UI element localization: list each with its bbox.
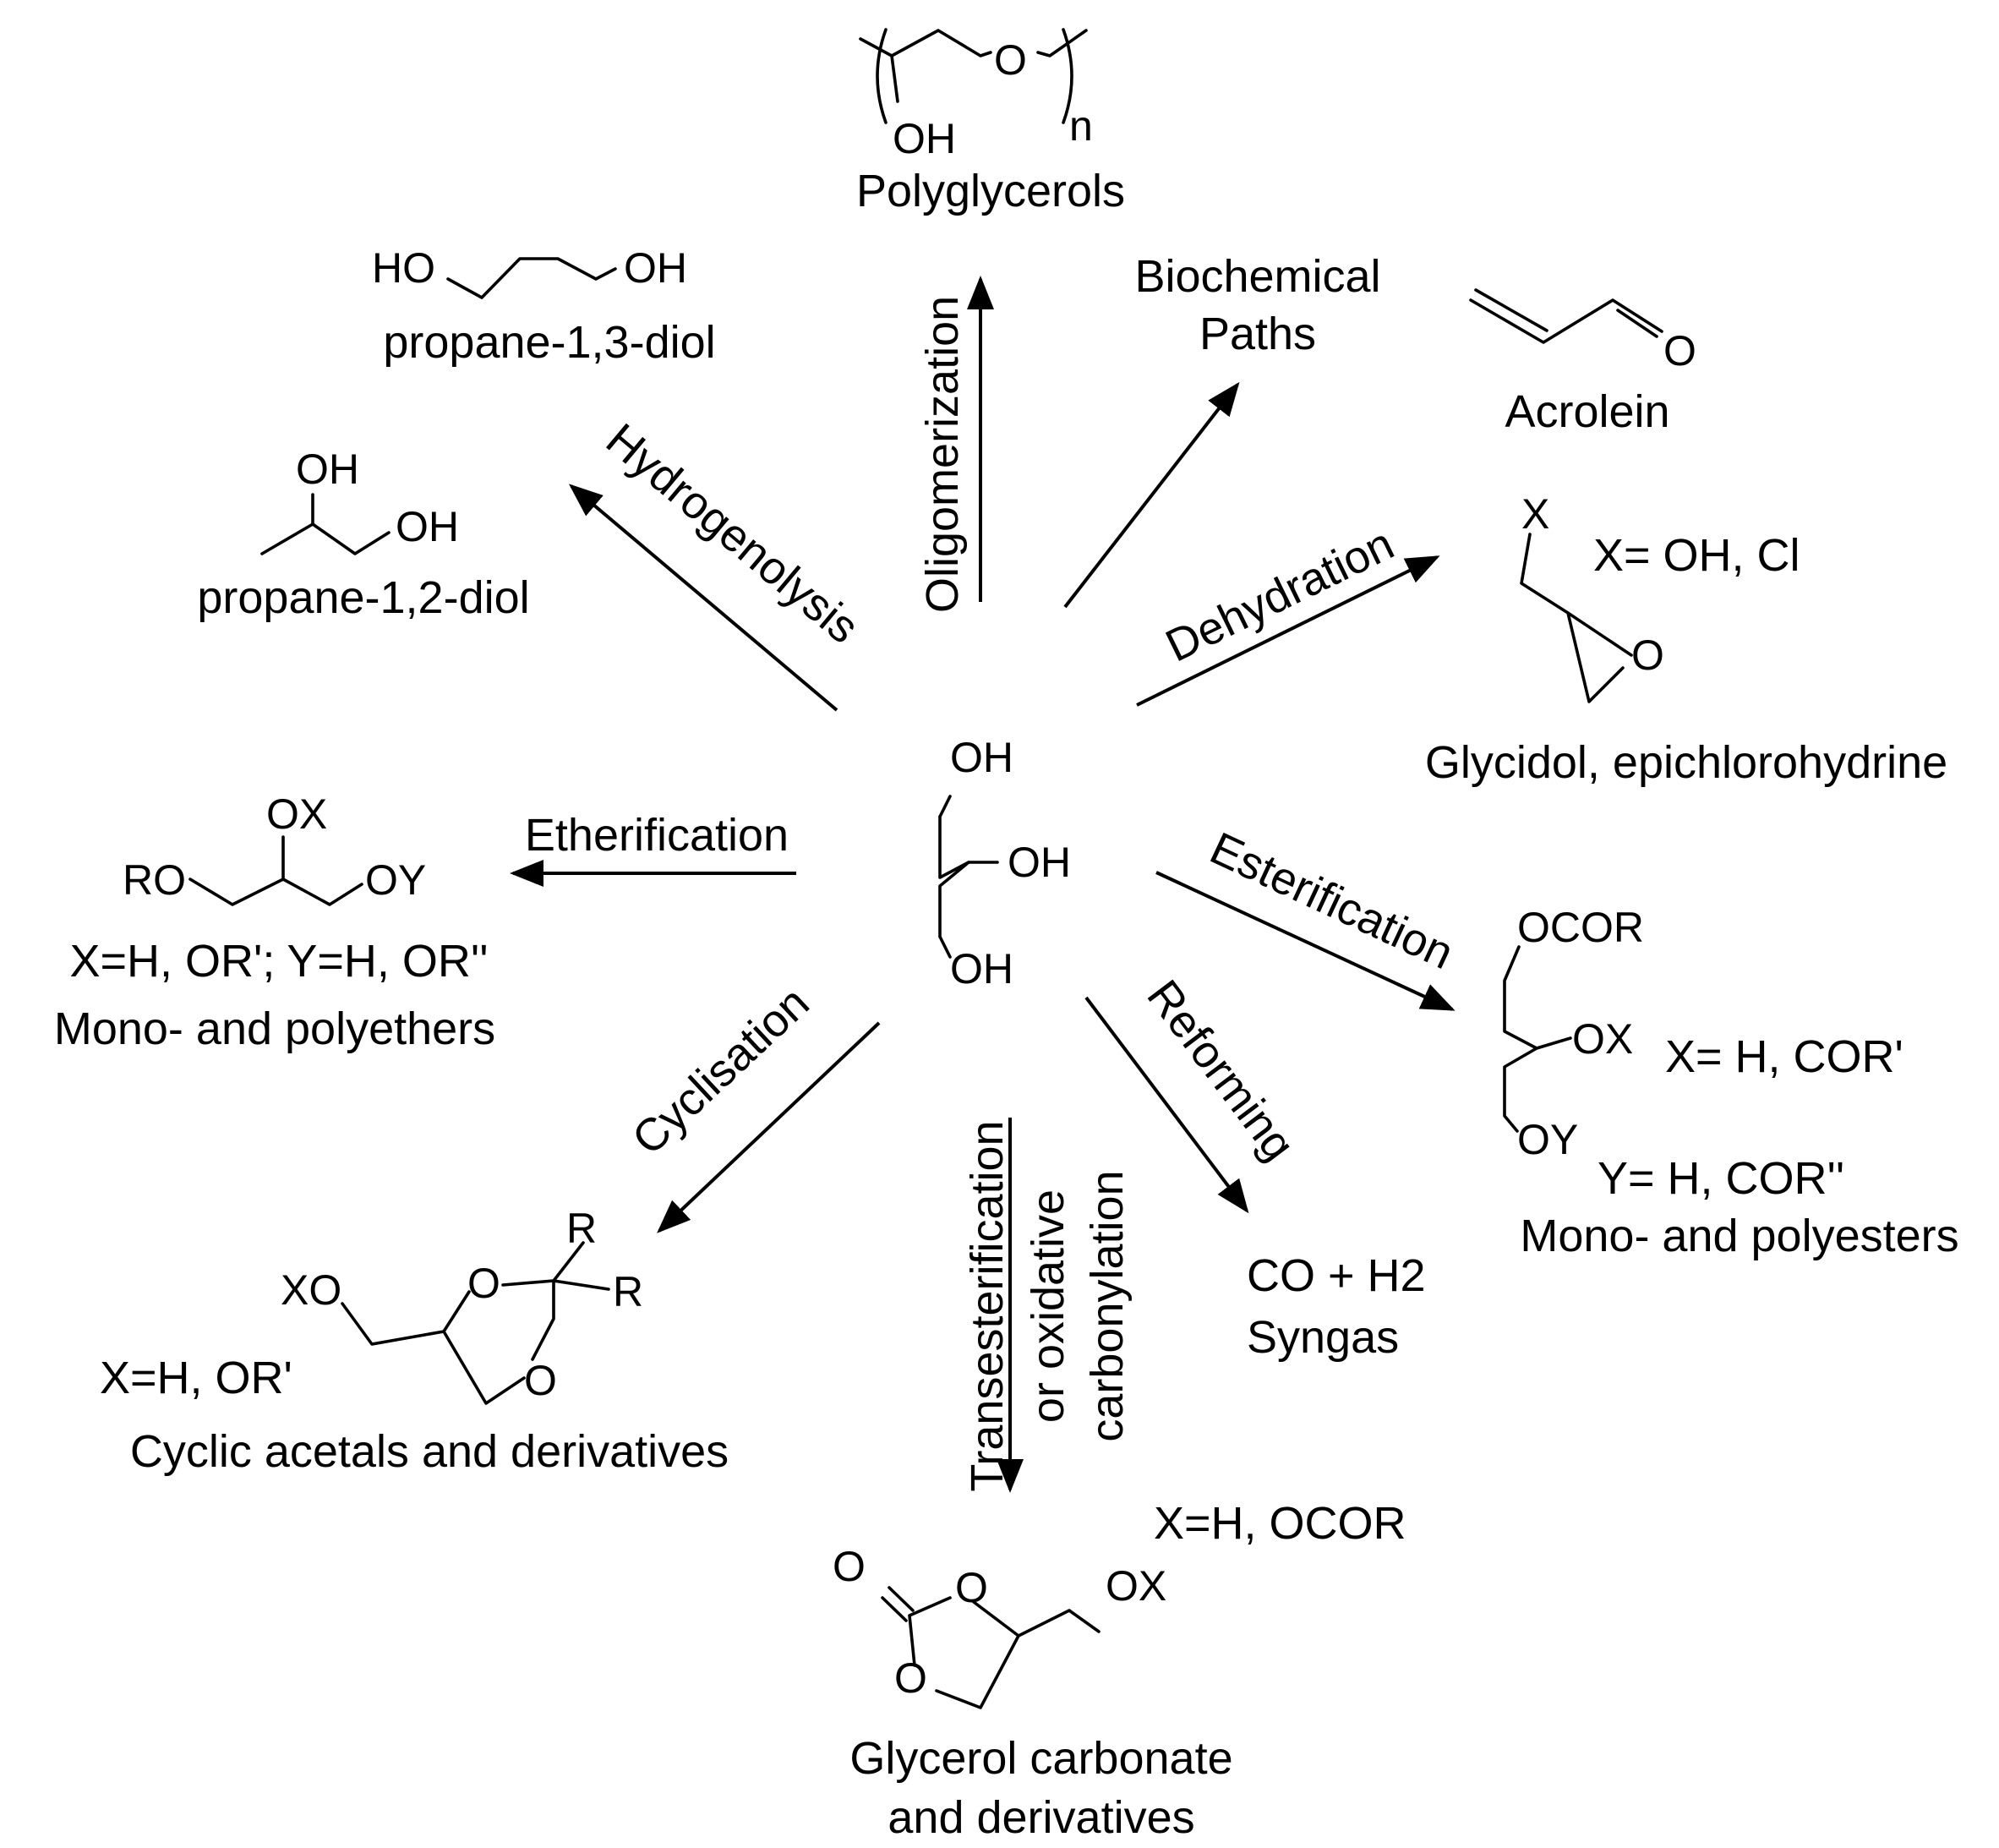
glycerol-structure: OH OH OH xyxy=(938,734,1071,992)
propane-13-diol-name: propane-1,3-diol xyxy=(383,317,715,368)
acrolein-name: Acrolein xyxy=(1505,386,1669,437)
acrolein-structure: O xyxy=(1469,288,1696,375)
dehydration-arrow xyxy=(1136,555,1440,707)
acetals-r-top: R xyxy=(566,1205,597,1252)
ethers-structure: OX RO OY xyxy=(123,790,426,906)
glycerol-oh-middle: OH xyxy=(1008,839,1071,886)
propane-13-diol-ho: HO xyxy=(372,244,435,292)
label-etherification: Etherification xyxy=(525,810,789,861)
propane-12-diol-oh-top: OH xyxy=(296,446,359,493)
esters-note-y: Y= H, COR'' xyxy=(1598,1153,1844,1204)
label-esterification: Esterification xyxy=(1203,823,1461,979)
reforming-arrow xyxy=(1084,996,1249,1214)
polyglycerols-structure: O OH n xyxy=(859,28,1093,162)
acetals-o-top: O xyxy=(467,1260,500,1307)
propane-12-diol-structure: OH OH xyxy=(260,446,459,555)
label-transesterification-line3: carbonylation xyxy=(1082,1170,1133,1441)
label-biochemical-line2: Paths xyxy=(1199,309,1316,359)
polyglycerols-n: n xyxy=(1069,102,1093,150)
label-dehydration: Dehydration xyxy=(1158,518,1401,672)
acetals-xo: XO xyxy=(281,1266,341,1314)
glycidol-note: X= OH, Cl xyxy=(1593,530,1800,581)
esters-oy: OY xyxy=(1517,1116,1578,1163)
label-oligomerization: Oligomerization xyxy=(917,296,968,613)
polyglycerols-name: Polyglycerols xyxy=(856,166,1125,216)
syngas-name: Syngas xyxy=(1247,1312,1399,1363)
polyglycerols-o: O xyxy=(994,36,1027,84)
glycidol-o: O xyxy=(1631,631,1664,679)
acetals-name: Cyclic acetals and derivatives xyxy=(130,1426,729,1477)
acetals-r-right: R xyxy=(613,1268,643,1315)
cyclisation-arrow xyxy=(657,1021,881,1233)
label-hydrogenolysis: Hydrogenolysis xyxy=(597,414,868,653)
carbonate-name-line1: Glycerol carbonate xyxy=(849,1733,1232,1784)
glycidol-x: X xyxy=(1521,490,1549,538)
label-cyclisation: Cyclisation xyxy=(623,977,819,1165)
esters-ocor: OCOR xyxy=(1517,904,1644,951)
ethers-note: X=H, OR'; Y=H, OR'' xyxy=(69,936,488,987)
biochemical-arrow xyxy=(1063,381,1240,609)
esters-ox: OX xyxy=(1572,1015,1633,1063)
ethers-ro: RO xyxy=(123,856,186,904)
carbonate-o-exo: O xyxy=(833,1543,866,1590)
carbonate-note: X=H, OCOR xyxy=(1154,1498,1406,1549)
label-transesterification-line1: Transesterification xyxy=(962,1120,1013,1491)
esters-note-x: X= H, COR' xyxy=(1665,1031,1903,1082)
acetals-structure: XO O O R R xyxy=(281,1205,643,1405)
label-reforming: Reforming xyxy=(1137,971,1304,1170)
carbonate-name-line2: and derivatives xyxy=(888,1792,1194,1843)
polyglycerols-oh: OH xyxy=(893,115,956,162)
carbonate-o-ring-bottom: O xyxy=(894,1654,927,1702)
label-transesterification-line2: or oxidative xyxy=(1023,1189,1073,1423)
carbonate-o-ring-top: O xyxy=(955,1564,988,1611)
ethers-ox: OX xyxy=(266,790,327,838)
ethers-oy: OY xyxy=(365,856,426,904)
hydrogenolysis-arrow xyxy=(568,484,838,712)
glycerol-oh-top: OH xyxy=(950,734,1013,781)
propane-13-diol-structure: HO OH xyxy=(372,244,687,299)
glycidol-structure: X O xyxy=(1520,490,1664,703)
ethers-name: Mono- and polyethers xyxy=(54,1003,495,1054)
esters-name: Mono- and polyesters xyxy=(1520,1211,1958,1261)
propane-13-diol-oh: OH xyxy=(624,244,687,292)
glycidol-name: Glycidol, epichlorohydrine xyxy=(1425,737,1947,788)
label-biochemical-line1: Biochemical xyxy=(1134,251,1380,302)
acetals-note: X=H, OR' xyxy=(100,1353,292,1403)
esters-structure: OCOR OX OY xyxy=(1503,904,1644,1163)
propane-12-diol-name: propane-1,2-diol xyxy=(197,572,529,623)
glycerol-oh-bottom: OH xyxy=(950,945,1013,992)
acrolein-o: O xyxy=(1663,327,1696,375)
syngas-formula: CO + H2 xyxy=(1247,1250,1426,1301)
carbonate-structure: O O O OX xyxy=(833,1543,1166,1709)
esterification-arrow xyxy=(1155,871,1456,1011)
acetals-o-bottom: O xyxy=(524,1357,557,1404)
carbonate-ox: OX xyxy=(1106,1562,1166,1610)
propane-12-diol-oh-right: OH xyxy=(396,503,459,550)
